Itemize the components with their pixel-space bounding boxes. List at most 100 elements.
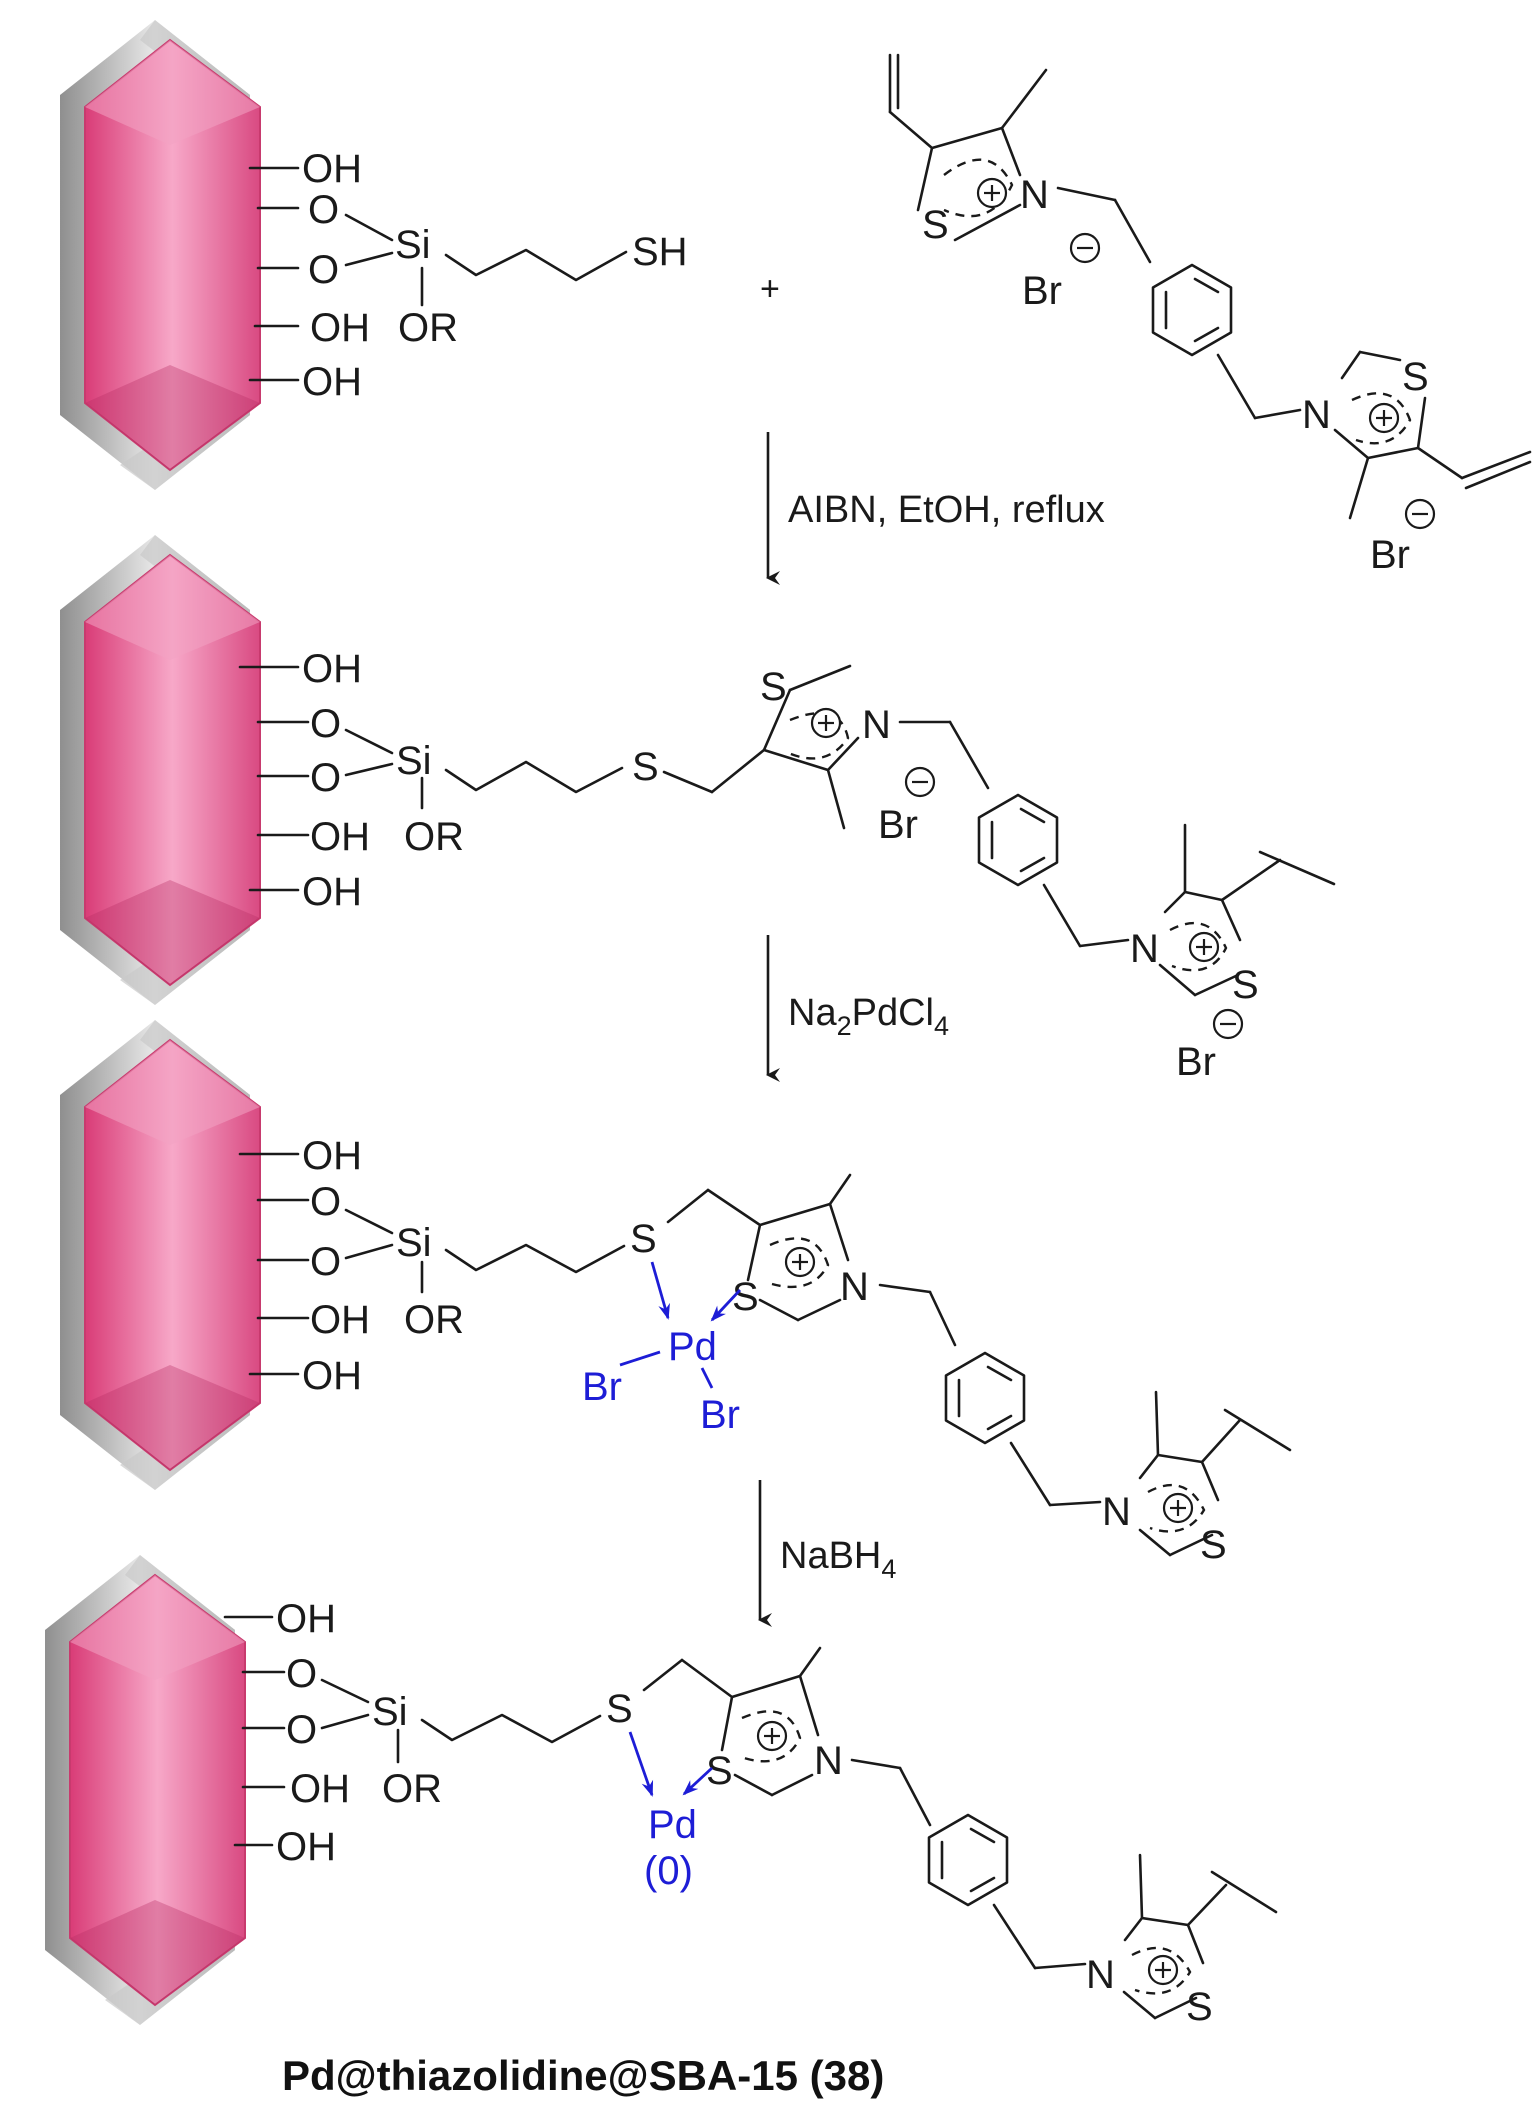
or-label: OR xyxy=(404,815,464,859)
anion-charge xyxy=(904,766,936,798)
si-label: Si xyxy=(396,739,432,783)
coordination-arrow xyxy=(710,1289,742,1322)
benzene-ring xyxy=(927,1813,1009,1907)
oh-label: OH xyxy=(302,1354,362,1398)
s-label: S xyxy=(732,1275,759,1319)
plus-sign: + xyxy=(760,270,780,308)
cation-charge xyxy=(1188,931,1220,963)
oh-label: OH xyxy=(276,1597,336,1641)
s-label: S xyxy=(1402,355,1429,399)
pd-label: Pd xyxy=(668,1325,717,1369)
br-label: Br xyxy=(582,1365,622,1409)
s-label: S xyxy=(922,203,949,247)
cation-charge xyxy=(784,1246,816,1278)
benzene-ring xyxy=(944,1351,1026,1445)
br-label: Br xyxy=(1370,533,1410,577)
o-label: O xyxy=(286,1652,317,1696)
n-label: N xyxy=(1302,393,1331,437)
or-label: OR xyxy=(398,306,458,350)
bond xyxy=(1253,408,1302,420)
o-label: O xyxy=(308,248,339,292)
silica-particle-1 xyxy=(59,19,261,491)
oh-label: OH xyxy=(276,1825,336,1869)
s-label: S xyxy=(1186,1985,1213,2029)
step-1-reagent: AIBN, EtOH, reflux xyxy=(788,489,1105,531)
coordination-arrow xyxy=(682,1766,713,1796)
n-label: N xyxy=(1086,1953,1115,1997)
o-label: O xyxy=(286,1708,317,1752)
silica-particle-2 xyxy=(59,534,261,1006)
o-label: O xyxy=(308,188,339,232)
s-label: S xyxy=(760,665,787,709)
or-label: OR xyxy=(382,1767,442,1811)
oh-label: OH xyxy=(302,647,362,691)
n-label: N xyxy=(814,1739,843,1783)
br-label: Br xyxy=(700,1393,740,1437)
br-label: Br xyxy=(878,803,918,847)
s-label: S xyxy=(632,745,659,789)
oh-label: OH xyxy=(310,1298,370,1342)
oh-label: OH xyxy=(310,306,370,350)
benzene-ring xyxy=(1151,263,1233,357)
thiazolium-ring-5 xyxy=(1122,1853,1278,2020)
br-label: Br xyxy=(1022,269,1062,313)
si-label: Si xyxy=(395,223,431,267)
pd-br-bond xyxy=(700,1367,714,1389)
o-label: O xyxy=(310,1240,341,1284)
n-label: N xyxy=(1020,173,1049,217)
bond xyxy=(1048,1500,1102,1507)
bond xyxy=(1042,883,1082,948)
oh-label: OH xyxy=(302,1134,362,1178)
s-label: S xyxy=(1200,1523,1227,1567)
silica-particle-3 xyxy=(59,1019,261,1491)
si-label: Si xyxy=(396,1221,432,1265)
pd-br-bond xyxy=(619,1350,661,1367)
coordination-arrow xyxy=(628,1731,654,1797)
o-label: O xyxy=(310,756,341,800)
surface-bonds-4 xyxy=(223,1615,932,1847)
oh-label: OH xyxy=(302,870,362,914)
s-label: S xyxy=(630,1217,657,1261)
cation-charge xyxy=(810,707,842,739)
pd-oxidation-label: (0) xyxy=(644,1849,693,1893)
cation-charge xyxy=(976,177,1008,209)
bond xyxy=(1033,1962,1087,1970)
o-label: O xyxy=(310,702,341,746)
s-label: S xyxy=(1232,963,1259,1007)
s-label: S xyxy=(606,1687,633,1731)
oh-label: OH xyxy=(290,1767,350,1811)
bond xyxy=(1078,938,1130,948)
bond xyxy=(992,1903,1037,1970)
oh-label: OH xyxy=(302,147,362,191)
row-1: OH O O Si OH OR OH SH + S N Br xyxy=(59,19,1532,585)
cation-charge xyxy=(756,1720,788,1752)
n-label: N xyxy=(1102,1490,1131,1534)
thiazolium-ring-2 xyxy=(1333,350,1532,520)
cation-charge xyxy=(1162,1492,1194,1524)
surface-bonds-3 xyxy=(238,1152,957,1376)
n-label: N xyxy=(840,1265,869,1309)
bond xyxy=(1009,1441,1052,1507)
anion-charge xyxy=(1404,498,1436,530)
coordination-arrow xyxy=(650,1261,670,1320)
br-label: Br xyxy=(1176,1040,1216,1084)
o-label: O xyxy=(310,1180,341,1224)
thiazolium-ring-4 xyxy=(1138,1390,1292,1557)
anion-charge xyxy=(1212,1008,1244,1040)
benzene-ring xyxy=(977,793,1059,887)
row-4: OH O O Si OH OR OH S S N Pd (0) N S xyxy=(44,1554,1278,2029)
or-label: OR xyxy=(404,1298,464,1342)
step-2-reagent: Na2PdCl4 xyxy=(788,992,949,1041)
si-label: Si xyxy=(372,1690,408,1734)
sh-label: SH xyxy=(632,230,688,274)
silica-particle-4 xyxy=(44,1554,246,2026)
surface-bonds-1 xyxy=(248,166,628,382)
thiazolium-ring-1 xyxy=(888,53,1152,264)
row-2: OH O O Si OH OR OH S S N Br N S Br xyxy=(59,534,1336,1084)
surface-bonds-2 xyxy=(238,664,990,892)
thiazolium-ring-3 xyxy=(1158,823,1336,997)
cation-charge xyxy=(1368,402,1400,434)
oh-label: OH xyxy=(310,815,370,859)
pd-label: Pd xyxy=(648,1803,697,1847)
